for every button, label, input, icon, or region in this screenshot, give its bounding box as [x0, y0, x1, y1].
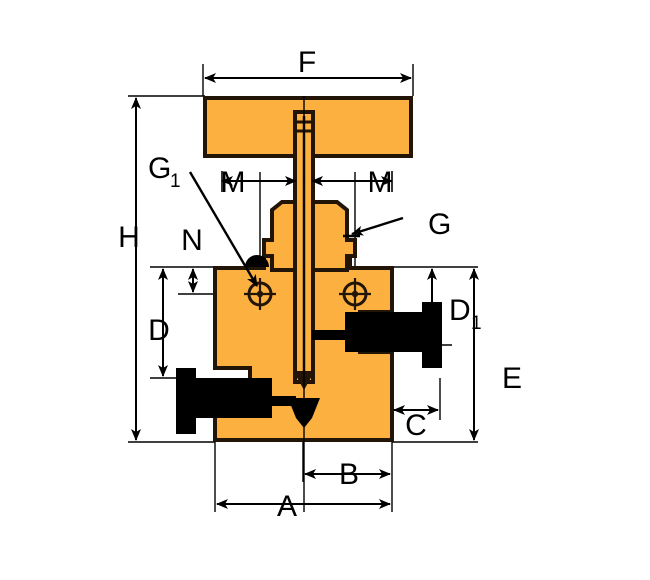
label-G1-subscript: 1 [170, 171, 181, 192]
label-D1: D [449, 294, 471, 327]
port-connectors-group [176, 255, 442, 434]
label-G1: G [148, 152, 171, 185]
left-port-connector [176, 368, 296, 434]
right-port-connector [312, 302, 442, 368]
label-M-right: M [368, 166, 393, 199]
label-E: E [502, 362, 522, 395]
label-C: C [405, 409, 427, 442]
label-H: H [118, 221, 140, 254]
label-B: B [339, 458, 359, 491]
label-N: N [181, 224, 203, 257]
dimension-labels-group: F M M G G 1 H N D D 1 E C B A [118, 46, 522, 523]
bottom-seat-plug [288, 398, 320, 428]
dimension-lines-group [131, 73, 479, 509]
leader-line-G [351, 216, 404, 236]
label-D1-subscript: 1 [471, 313, 482, 334]
label-A: A [277, 490, 297, 523]
leader-line-G1 [188, 171, 259, 287]
label-G: G [428, 208, 451, 241]
dome-fitting [245, 255, 269, 267]
label-M-left: M [221, 166, 246, 199]
label-D: D [148, 314, 170, 347]
port-centre-marks-group [244, 278, 371, 310]
label-F: F [298, 46, 316, 79]
leader-lines-group [188, 171, 404, 287]
